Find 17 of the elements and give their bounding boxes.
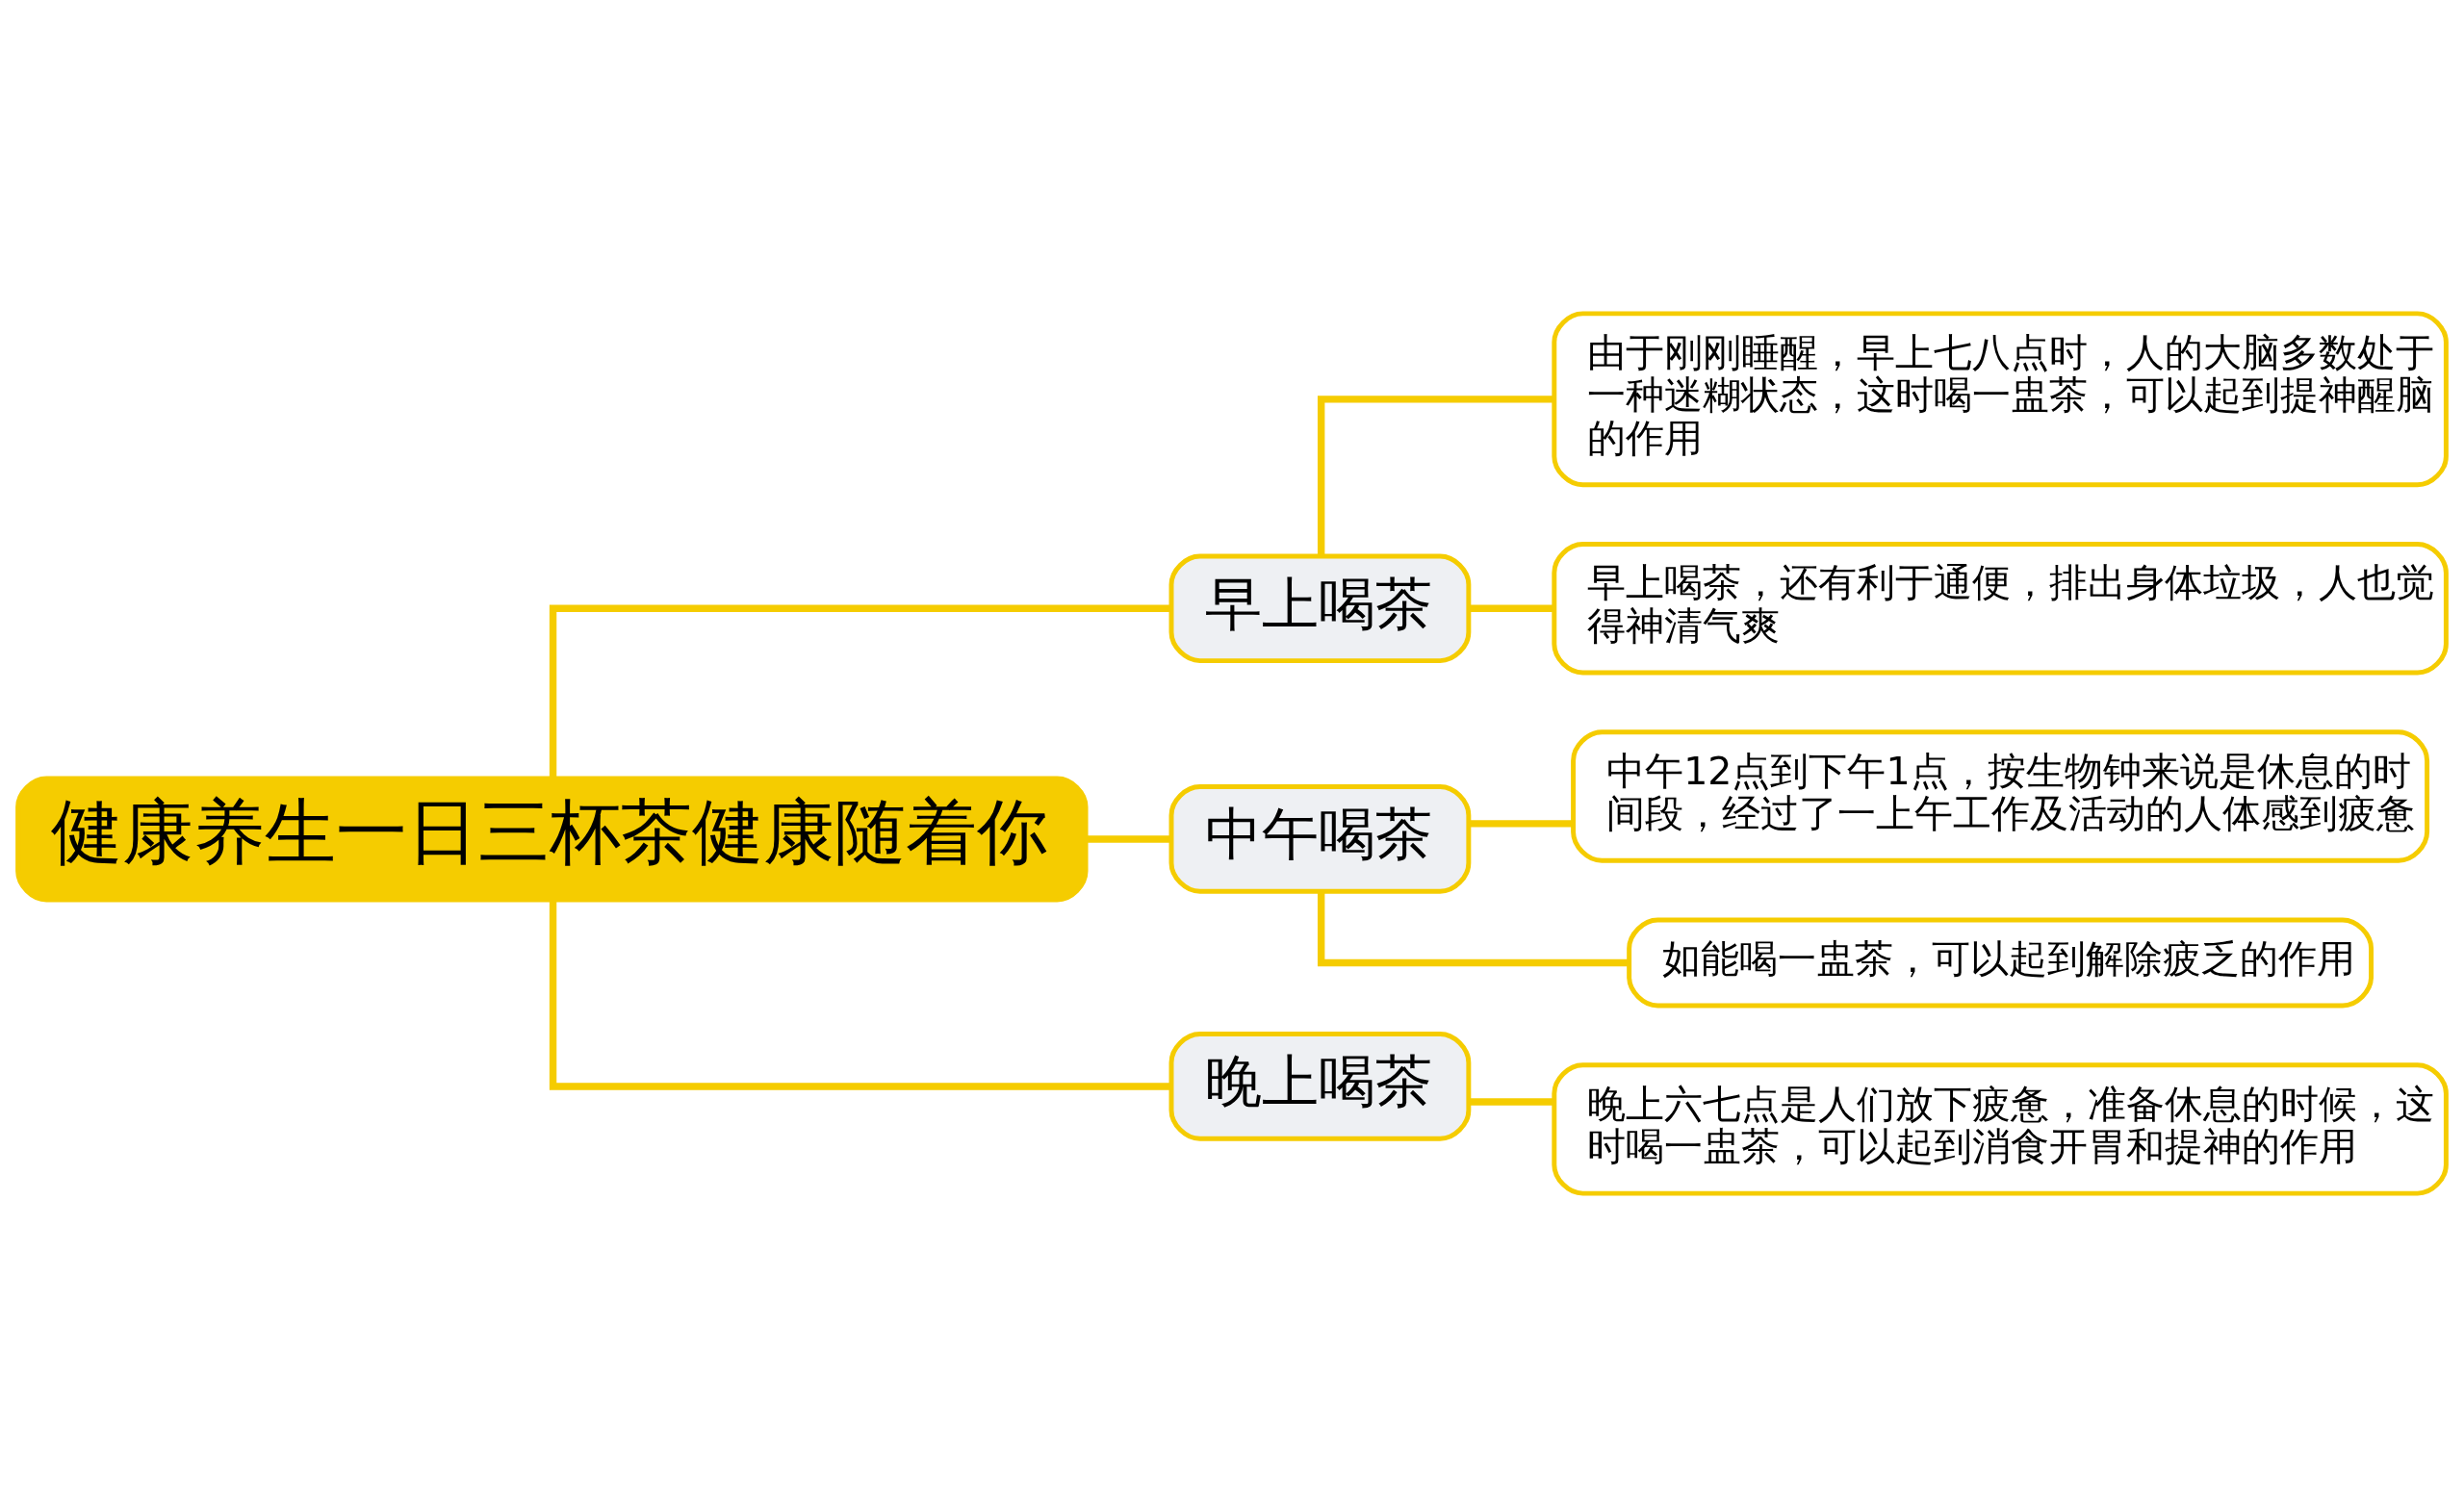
- connector: [1086, 835, 1171, 843]
- connector: [1469, 820, 1574, 828]
- connector: [1469, 1098, 1554, 1106]
- node-box: 早上喝茶: [1168, 553, 1472, 664]
- node-box: 晚上六七点是人们放下疲惫，准备休息的时候，这时喝一盅茶，可以起到消食开胃和提神的作用: [1552, 1062, 2449, 1196]
- node-box: 中午喝茶: [1168, 784, 1472, 894]
- connector: [549, 900, 1171, 1090]
- node-box: 由于刚刚睡醒，早上七八点时，人的大脑多数处于一种迷糊状态，这时喝一盅茶，可以起到提神醒脑的作用: [1552, 311, 2449, 488]
- connector: [549, 604, 1171, 779]
- connector: [1469, 604, 1554, 612]
- connector: [1317, 396, 1554, 556]
- node-box: 晚上喝茶: [1168, 1032, 1472, 1141]
- node-box: 健康养生一日三杯茶健康随着你: [15, 776, 1089, 903]
- node-box: 如能喝一盅茶，可以起到解除疲乏的作用: [1627, 917, 2374, 1009]
- node-box: 中午12点到下午1点，按生物钟来说是休息的时间段，经过了一上午工作及活动的人体感到疲惫: [1571, 729, 2430, 863]
- connector: [1317, 891, 1630, 967]
- node-box: 早上喝茶，还有利于通便，排出身体垃圾，人也觉得神清气爽: [1552, 542, 2449, 676]
